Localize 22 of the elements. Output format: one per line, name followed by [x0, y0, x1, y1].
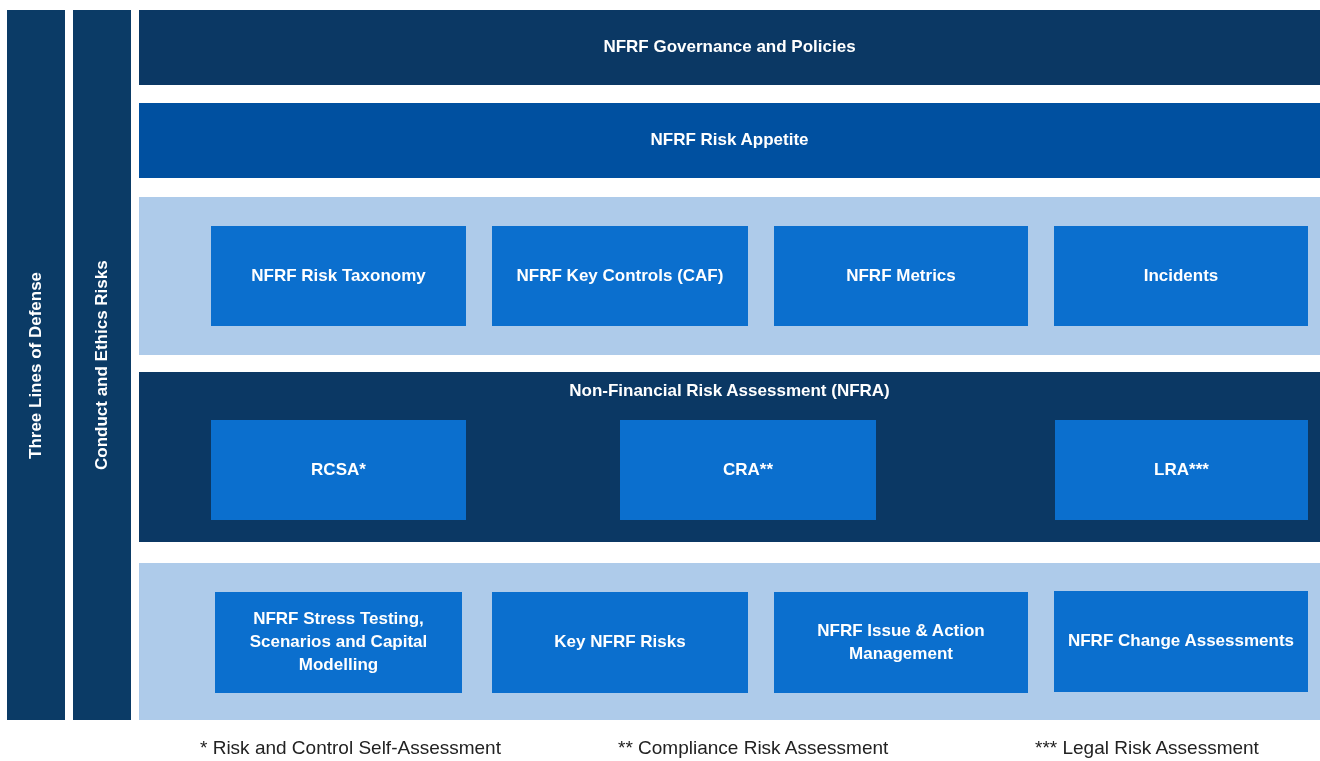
- item-box: CRA**: [620, 420, 876, 520]
- item-box: NFRF Stress Testing, Scenarios and Capital Modelling: [215, 592, 462, 693]
- item-box: NFRF Key Controls (CAF): [492, 226, 748, 326]
- section-panel: [139, 563, 1320, 720]
- item-box: Incidents: [1054, 226, 1308, 326]
- item-box: Key NFRF Risks: [492, 592, 748, 693]
- item-box: NFRF Change Assessments: [1054, 591, 1308, 692]
- item-box: NFRF Issue & Action Management: [774, 592, 1028, 693]
- footnote: * Risk and Control Self-Assessment: [200, 737, 501, 759]
- item-box: NFRF Risk Taxonomy: [211, 226, 466, 326]
- item-box: RCSA*: [211, 420, 466, 520]
- section-panel: [139, 197, 1320, 355]
- footnote: *** Legal Risk Assessment: [1035, 737, 1259, 759]
- vertical-band: Conduct and Ethics Risks: [73, 10, 131, 720]
- vertical-band: Three Lines of Defense: [7, 10, 65, 720]
- item-box: LRA***: [1055, 420, 1308, 520]
- section-panel: [139, 372, 1320, 542]
- header-band: NFRF Risk Appetite: [139, 103, 1320, 178]
- section-heading: Non-Financial Risk Assessment (NFRA): [569, 380, 890, 402]
- item-box: NFRF Metrics: [774, 226, 1028, 326]
- footnote: ** Compliance Risk Assessment: [618, 737, 889, 759]
- header-band: NFRF Governance and Policies: [139, 10, 1320, 85]
